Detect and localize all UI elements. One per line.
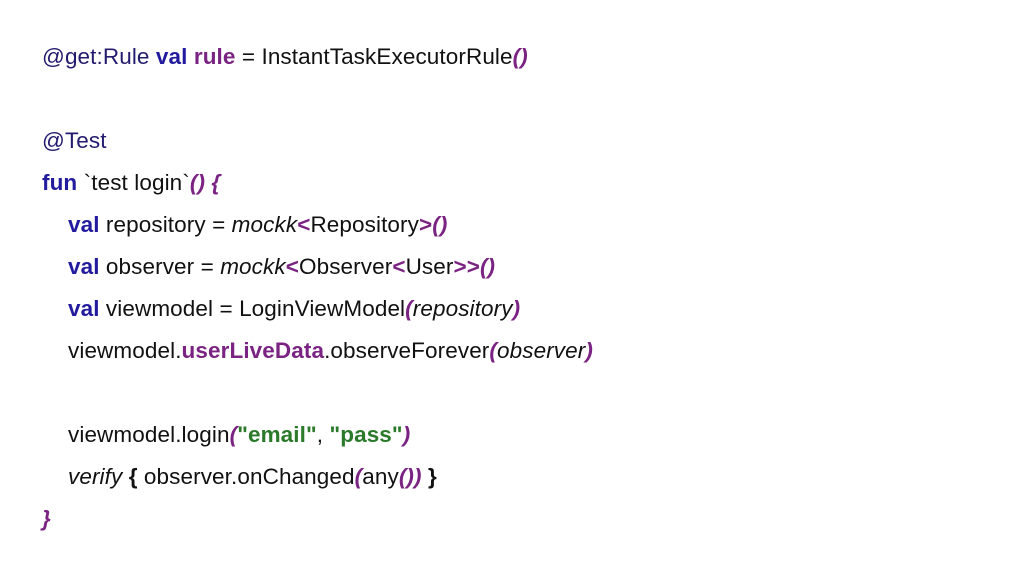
code-token: @Test xyxy=(42,128,107,153)
code-token: ( xyxy=(405,296,413,321)
code-line: fun `test login`() { xyxy=(42,162,992,204)
code-line-blank xyxy=(42,372,992,414)
code-token: userLiveData xyxy=(181,338,325,363)
code-token: } xyxy=(42,506,51,531)
code-line: val repository = mockk<Repository>() xyxy=(42,204,992,246)
code-line-blank xyxy=(42,78,992,120)
code-token: () xyxy=(189,170,206,195)
code-token: { xyxy=(211,170,221,195)
code-token: , xyxy=(316,422,330,447)
code-token: ( xyxy=(354,464,363,489)
code-token: ) xyxy=(585,338,593,363)
code-token: ( xyxy=(229,422,238,447)
code-token: mockk xyxy=(231,212,298,237)
code-token: @get:Rule xyxy=(42,44,150,69)
code-token: rule xyxy=(193,44,236,69)
code-token: { xyxy=(128,464,138,489)
code-token: < xyxy=(392,254,406,279)
code-token: `test login` xyxy=(77,170,190,195)
code-token: = xyxy=(235,44,262,69)
code-line: @get:Rule val rule = InstantTaskExecutor… xyxy=(42,36,992,78)
code-token: val xyxy=(155,44,188,69)
code-token: () xyxy=(512,44,528,69)
code-token: fun xyxy=(42,170,78,195)
code-token: < xyxy=(297,212,311,237)
code-token: observer = xyxy=(99,254,221,279)
code-token: val xyxy=(68,296,100,321)
code-line: } xyxy=(42,498,992,540)
code-token: Observer xyxy=(298,254,393,279)
code-token: () xyxy=(432,212,448,237)
code-token: User xyxy=(405,254,454,279)
code-token: val xyxy=(68,212,100,237)
code-line: val observer = mockk<Observer<User>>() xyxy=(42,246,992,288)
code-token: > xyxy=(418,212,433,237)
code-token: repository xyxy=(412,296,513,321)
code-token: () xyxy=(479,254,496,279)
code-line: viewmodel.userLiveData.observeForever(ob… xyxy=(42,330,992,372)
code-token: observer xyxy=(497,338,586,363)
code-token: Repository xyxy=(310,212,419,237)
code-token: viewmodel = LoginViewModel xyxy=(99,296,406,321)
code-token: val xyxy=(68,254,100,279)
code-token: ) xyxy=(512,296,521,321)
code-token: observer.onChanged xyxy=(137,464,355,489)
code-token: >> xyxy=(453,254,480,279)
code-block: @get:Rule val rule = InstantTaskExecutor… xyxy=(42,36,992,540)
code-line: @Test xyxy=(42,120,992,162)
code-token: "email" xyxy=(237,422,317,447)
code-token: ( xyxy=(489,338,497,363)
code-token: ) xyxy=(402,422,411,447)
code-token: verify xyxy=(68,464,123,489)
code-token: any xyxy=(362,464,399,489)
code-token: InstantTaskExecutorRule xyxy=(261,44,513,69)
code-token: "pass" xyxy=(329,422,403,447)
code-token: ()) xyxy=(398,464,422,489)
code-token: viewmodel. xyxy=(68,338,182,363)
code-token: < xyxy=(285,254,299,279)
code-token: viewmodel.login xyxy=(68,422,230,447)
code-line: viewmodel.login("email", "pass") xyxy=(42,414,992,456)
code-line: val viewmodel = LoginViewModel(repositor… xyxy=(42,288,992,330)
code-token: .observeForever xyxy=(324,338,490,363)
code-token: mockk xyxy=(220,254,286,279)
code-token: repository = xyxy=(99,212,232,237)
code-line: verify { observer.onChanged(any()) } xyxy=(42,456,992,498)
code-token: } xyxy=(427,464,437,489)
